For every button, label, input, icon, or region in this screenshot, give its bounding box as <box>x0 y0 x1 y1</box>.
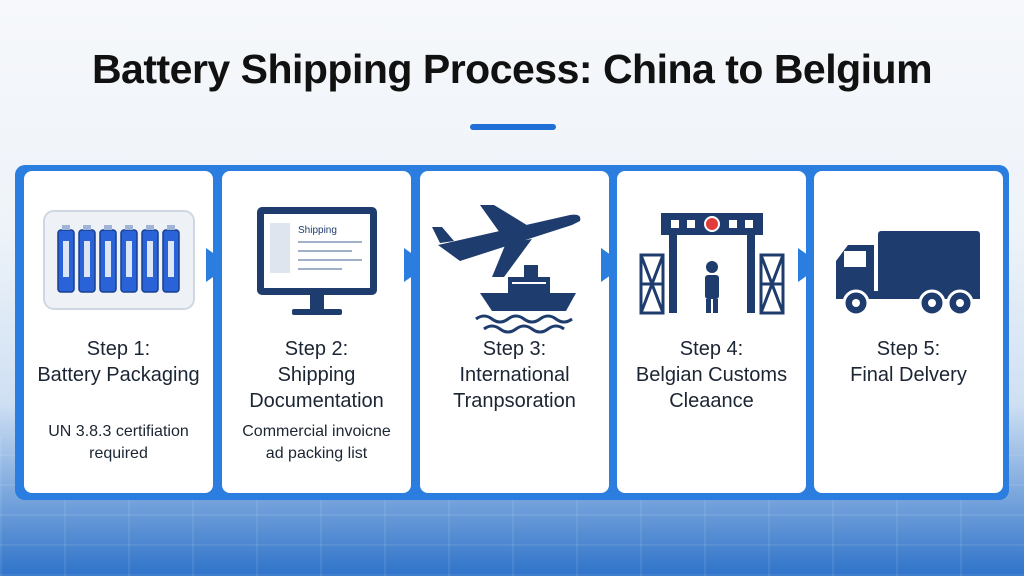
step-1-note-line: UN 3.8.3 certifiation <box>48 423 189 440</box>
step-3-title: Tranpsoration <box>453 390 576 412</box>
shipping-screen-text: Shipping <box>298 225 337 236</box>
customs-gate-icon <box>639 213 785 315</box>
step-2-title: Shipping <box>277 364 356 386</box>
shipping-document-monitor-icon: Shipping <box>257 207 377 315</box>
step-card-4: Step 4: Belgian Customs Cleaance <box>617 171 806 493</box>
step-4-title: Cleaance <box>669 390 754 412</box>
step-5-label: Step 5: Final Delvery <box>814 336 1003 388</box>
step-3-title: International <box>459 364 570 386</box>
step-4-title: Belgian Customs <box>635 364 788 386</box>
page-title: Battery Shipping Process: China to Belgi… <box>91 46 933 92</box>
step-5-title: Final Delvery <box>850 364 967 386</box>
step-card-1: Step 1: Battery Packaging UN 3.8.3 certi… <box>24 171 213 493</box>
step-2-label: Step 2: Shipping Documentation <box>222 336 411 414</box>
step-3-heading: Step 3: <box>482 338 547 360</box>
step-card-5: Step 5: Final Delvery <box>814 171 1003 493</box>
step-1-label: Step 1: Battery Packaging <box>24 336 213 388</box>
step-2-note-line: ad packing list <box>265 445 368 462</box>
step-card-2: Shipping Step 2: Shipping Documentation … <box>222 171 411 493</box>
step-3-label: Step 3: International Tranpsoration <box>420 336 609 414</box>
delivery-truck-icon <box>836 231 980 317</box>
step-5-heading: Step 5: <box>876 338 941 360</box>
step-1-note: UN 3.8.3 certifiation required <box>24 421 213 465</box>
step-4-heading: Step 4: <box>679 338 744 360</box>
battery-pack-icon <box>43 210 195 310</box>
plane-and-ship-icon <box>432 205 581 334</box>
step-2-note: Commercial invoicne ad packing list <box>222 421 411 465</box>
step-1-title: Battery Packaging <box>37 364 200 386</box>
step-2-title: Documentation <box>249 390 384 412</box>
step-2-note-line: Commercial invoicne <box>242 423 391 440</box>
step-1-note-line: required <box>89 445 148 462</box>
step-card-3: Step 3: International Tranpsoration <box>420 171 609 493</box>
title-underline <box>470 124 556 130</box>
step-1-heading: Step 1: <box>86 338 151 360</box>
step-4-label: Step 4: Belgian Customs Cleaance <box>617 336 806 414</box>
step-2-heading: Step 2: <box>284 338 349 360</box>
